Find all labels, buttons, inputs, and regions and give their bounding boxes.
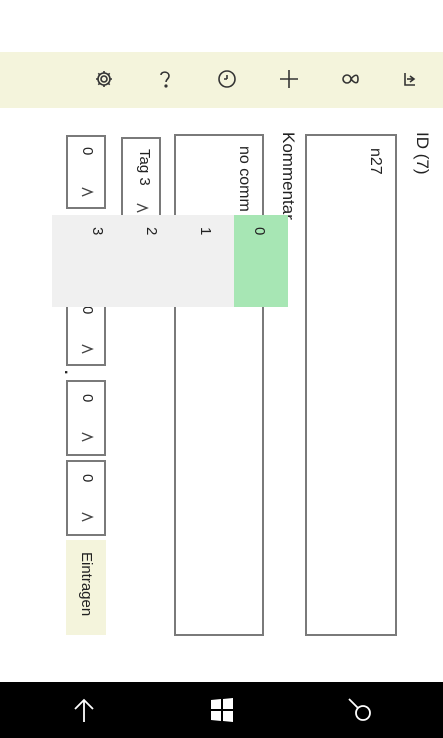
- search-icon[interactable]: [344, 694, 376, 726]
- dropdown-picker: 0 1 2 3: [52, 215, 288, 307]
- comment-label: Kommentar: [279, 132, 298, 220]
- chevron-down-icon: [80, 342, 94, 358]
- millisecond-dropdown[interactable]: 0: [66, 460, 106, 536]
- app-bar: [0, 52, 443, 108]
- minute-dropdown-value: 0: [79, 306, 96, 315]
- chevron-down-icon: [80, 430, 94, 446]
- login-icon[interactable]: [399, 66, 425, 92]
- windows-icon[interactable]: [206, 694, 238, 726]
- hour-dropdown[interactable]: 0: [66, 135, 106, 209]
- day-dropdown-value: Tag 3: [136, 149, 153, 186]
- back-icon[interactable]: [68, 694, 100, 726]
- picker-option-label: 0: [251, 227, 268, 236]
- separator-dot: .: [61, 370, 78, 375]
- chevron-down-icon: [80, 185, 94, 201]
- hour-dropdown-value: 0: [79, 147, 96, 156]
- id-field-value: n27: [367, 148, 384, 175]
- id-field[interactable]: [305, 134, 397, 636]
- system-nav-bar: [0, 682, 443, 738]
- chevron-down-icon: [135, 201, 149, 217]
- picker-option-label: 1: [197, 227, 214, 236]
- picker-option-1[interactable]: 1: [180, 215, 234, 307]
- picker-option-3[interactable]: 3: [72, 215, 126, 307]
- person-icon[interactable]: [337, 66, 363, 92]
- submit-button-label: Eintragen: [78, 552, 95, 617]
- millisecond-dropdown-value: 0: [79, 474, 96, 483]
- picker-option-2[interactable]: 2: [126, 215, 180, 307]
- clock-icon[interactable]: [214, 66, 240, 92]
- submit-button[interactable]: Eintragen: [66, 540, 106, 635]
- id-label: ID (7): [413, 132, 432, 175]
- comment-field-value: no comm: [236, 146, 253, 212]
- add-icon[interactable]: [276, 66, 302, 92]
- day-dropdown[interactable]: Tag 3: [121, 137, 161, 217]
- chevron-down-icon: [80, 510, 94, 526]
- second-dropdown-value: 0: [79, 394, 96, 403]
- picker-option-label: 3: [89, 227, 106, 236]
- picker-option-label: 2: [143, 227, 160, 236]
- settings-icon[interactable]: [91, 66, 117, 92]
- help-icon[interactable]: [153, 66, 179, 92]
- picker-option-0[interactable]: 0: [234, 215, 288, 307]
- second-dropdown[interactable]: 0: [66, 380, 106, 456]
